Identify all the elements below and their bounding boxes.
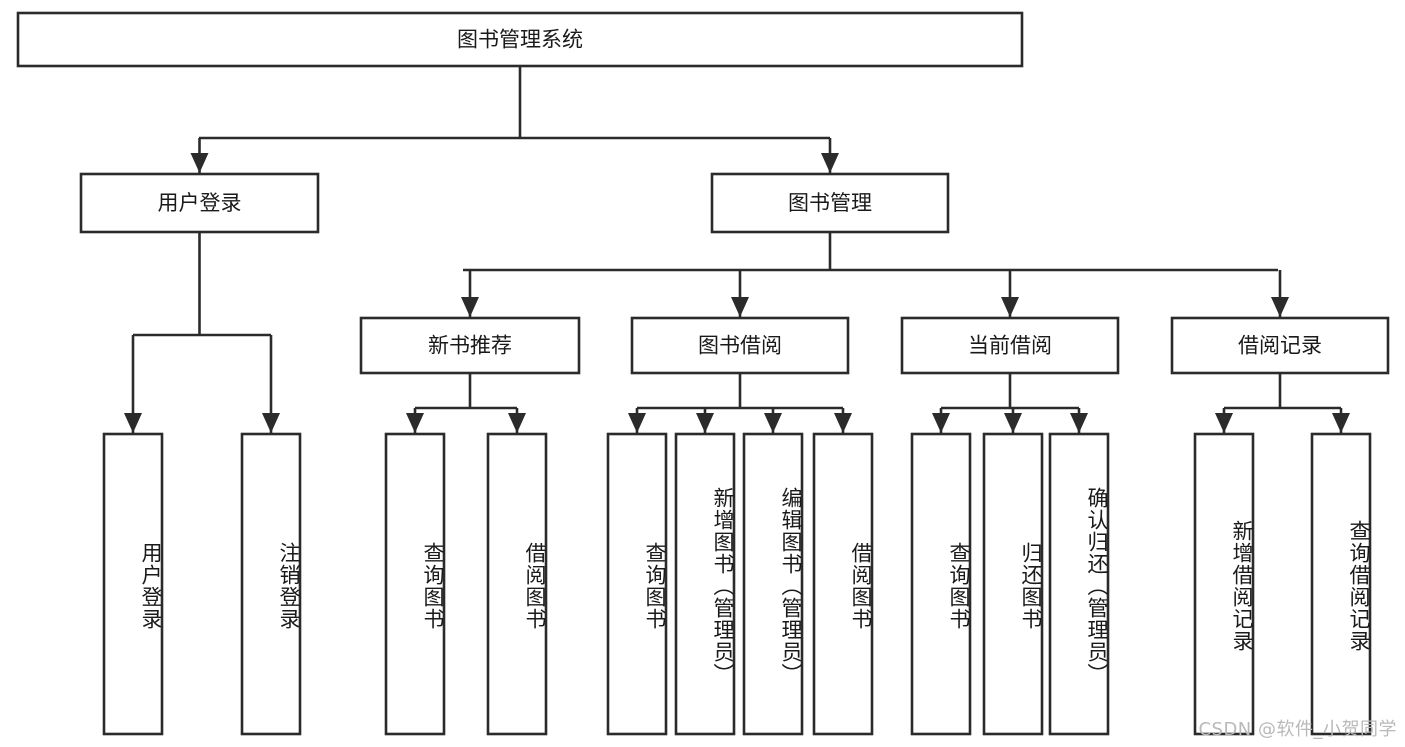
arrow-to-leaf-confirm-return bbox=[1070, 413, 1088, 433]
node-box-bookmgmt bbox=[710, 172, 950, 234]
arrow-to-leaf-borrow-book bbox=[834, 413, 852, 433]
node-box-newbook bbox=[359, 316, 581, 375]
arrow-to-bookmgmt bbox=[821, 153, 839, 173]
node-box-leaf-query-book-new bbox=[384, 432, 446, 736]
csdn-watermark: CSDN @软件_小贺同学 bbox=[1198, 719, 1397, 740]
node-label-login: 用户登录 bbox=[158, 191, 242, 215]
node-label-borrow: 图书借阅 bbox=[698, 334, 782, 358]
arrow-to-records bbox=[1271, 297, 1289, 317]
node-label-records: 借阅记录 bbox=[1238, 334, 1322, 358]
node-label-bookmgmt: 图书管理 bbox=[788, 191, 872, 215]
arrow-to-leaf-query-book-current bbox=[932, 413, 950, 433]
node-box-leaf-add-record bbox=[1193, 432, 1255, 736]
node-label-current: 当前借阅 bbox=[968, 334, 1052, 358]
arrow-to-leaf-add-book bbox=[696, 413, 714, 433]
node-box-current bbox=[900, 316, 1120, 375]
arrow-to-leaf-query-book-new bbox=[406, 413, 424, 433]
node-box-leaf-confirm-return bbox=[1048, 432, 1110, 736]
node-box-borrow bbox=[630, 316, 850, 375]
node-box-layer bbox=[16, 11, 1390, 736]
arrow-to-borrow bbox=[731, 297, 749, 317]
arrow-to-leaf-query-book-borrow bbox=[628, 413, 646, 433]
node-label-root: 图书管理系统 bbox=[457, 28, 583, 52]
arrow-to-leaf-user-logout bbox=[262, 413, 280, 433]
node-box-leaf-user-login bbox=[102, 432, 164, 736]
node-box-login bbox=[79, 172, 320, 234]
node-box-leaf-return-book bbox=[982, 432, 1044, 736]
arrow-to-leaf-edit-book bbox=[764, 413, 782, 433]
arrow-to-leaf-user-login bbox=[124, 413, 142, 433]
arrow-to-leaf-return-book bbox=[1004, 413, 1022, 433]
node-box-leaf-query-book-current bbox=[910, 432, 972, 736]
arrow-to-newbook bbox=[461, 297, 479, 317]
node-box-leaf-user-logout bbox=[240, 432, 302, 736]
arrow-to-leaf-add-record bbox=[1215, 413, 1233, 433]
arrow-to-login bbox=[190, 153, 209, 173]
node-box-leaf-borrow-book-new bbox=[486, 432, 548, 736]
node-box-records bbox=[1170, 316, 1390, 375]
node-box-leaf-query-book-borrow bbox=[606, 432, 668, 736]
node-label-newbook: 新书推荐 bbox=[428, 334, 512, 358]
node-box-leaf-borrow-book bbox=[812, 432, 874, 736]
arrow-to-current bbox=[1001, 297, 1019, 317]
node-box-leaf-edit-book bbox=[742, 432, 804, 736]
arrow-to-leaf-borrow-book-new bbox=[508, 413, 526, 433]
node-box-leaf-query-record bbox=[1310, 432, 1372, 736]
arrow-to-leaf-query-record bbox=[1332, 413, 1350, 433]
node-box-root bbox=[16, 11, 1024, 68]
node-box-leaf-add-book bbox=[674, 432, 736, 736]
connector-layer bbox=[124, 66, 1350, 433]
